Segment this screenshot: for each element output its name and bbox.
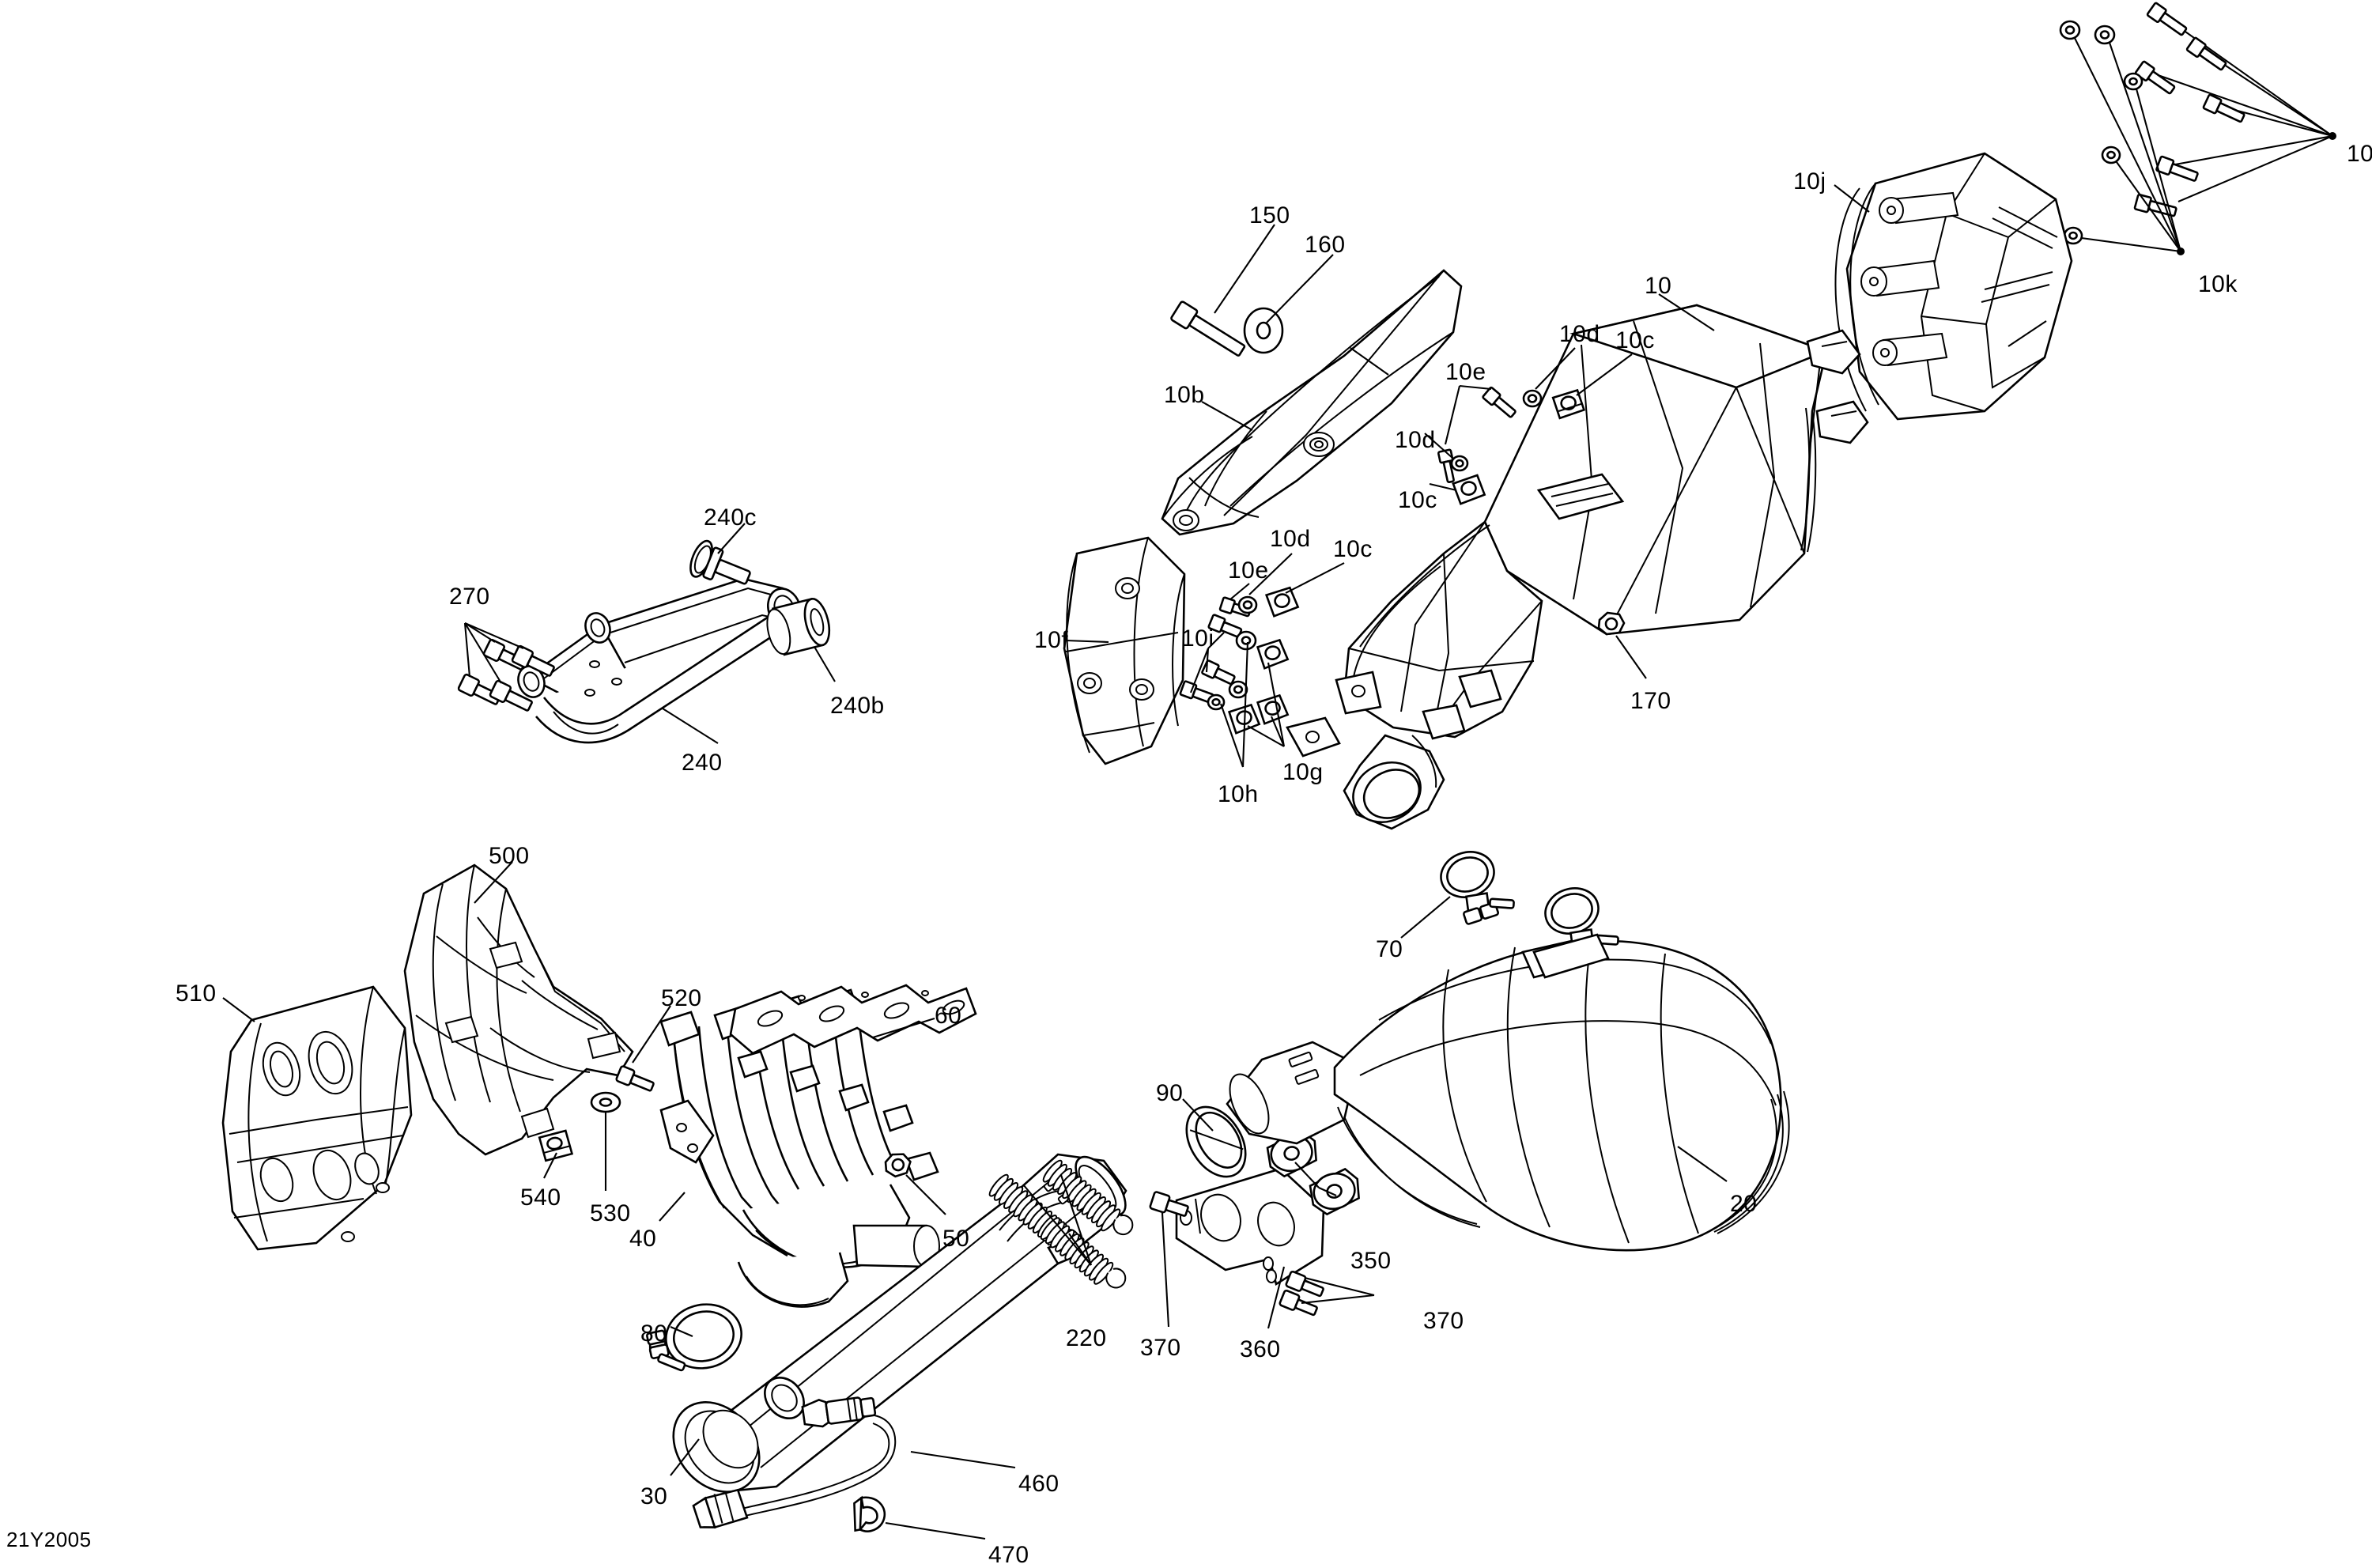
callout-10e: 10e: [1445, 359, 1486, 385]
callout-30: 30: [640, 1483, 668, 1509]
callout-10d: 10d: [1270, 526, 1311, 552]
part-70-clamps: [1440, 851, 1619, 979]
callout-10d: 10d: [1395, 427, 1436, 453]
callout-40: 40: [629, 1226, 657, 1252]
part-510-heat-shield: [221, 985, 413, 1251]
callout-20: 20: [1730, 1191, 1758, 1217]
callout-70: 70: [1376, 936, 1403, 962]
callout-360: 360: [1240, 1336, 1281, 1362]
part-470-cable-clip: [853, 1495, 886, 1532]
callout-10l: 10l: [2347, 141, 2372, 167]
fastener-fan-10l: [2133, 2, 2336, 217]
part-520-screw: [615, 1065, 655, 1092]
part-170-nut: [1597, 611, 1626, 636]
callout-10c: 10c: [1615, 327, 1655, 353]
part-10-muffler: [1343, 304, 1869, 830]
callout-160: 160: [1305, 232, 1346, 258]
drawing-number: 21Y2005: [6, 1528, 92, 1551]
callout-510: 510: [176, 980, 217, 1007]
callout-220: 220: [1066, 1325, 1107, 1351]
callout-170: 170: [1630, 688, 1671, 714]
callout-10i: 10i: [1181, 625, 1214, 652]
callout-10e: 10e: [1228, 557, 1269, 584]
part-500-heat-shield: [403, 863, 634, 1156]
part-360-bracket: [1175, 1167, 1325, 1287]
callout-10b: 10b: [1164, 382, 1205, 408]
callout-10f: 10f: [1034, 627, 1069, 653]
callout-10c: 10c: [1333, 536, 1373, 562]
callout-530: 530: [590, 1200, 631, 1226]
part-240b-bushing: [766, 597, 831, 656]
part-540-clip: [538, 1129, 574, 1162]
callout-370: 370: [1423, 1308, 1464, 1334]
callout-50: 50: [942, 1226, 970, 1252]
callout-10k: 10k: [2198, 271, 2238, 297]
part-60-gasket: [729, 984, 977, 1055]
part-460-oxygen-sensor: [692, 1396, 897, 1529]
part-240-support-arm: [517, 577, 802, 744]
callout-10d: 10d: [1559, 321, 1600, 347]
callout-80: 80: [640, 1321, 668, 1347]
part-270-screw-set: [457, 622, 555, 712]
part-90-gasket-ring: [1185, 1105, 1247, 1178]
callout-90: 90: [1156, 1080, 1184, 1106]
part-10f-heat-shield: [1063, 536, 1186, 765]
part-50-nut: [884, 1153, 912, 1178]
callout-460: 460: [1018, 1471, 1059, 1497]
part-220-springs: [988, 1159, 1134, 1289]
callout-240b: 240b: [830, 693, 885, 719]
fastener-group-upper: [1424, 347, 1633, 505]
callout-10j: 10j: [1793, 168, 1826, 195]
part-370-bolt-pair: [1279, 1270, 1375, 1317]
part-240c-pivot-bolt: [689, 539, 751, 585]
callout-10g: 10g: [1282, 759, 1324, 785]
part-150-bolt: [1170, 300, 1246, 357]
callout-10: 10: [1645, 273, 1672, 299]
callout-470: 470: [988, 1542, 1029, 1568]
part-160-washer: [1243, 307, 1284, 354]
callout-240c: 240c: [704, 504, 757, 531]
callout-150: 150: [1249, 202, 1290, 229]
part-350-rubber-mounts: [1266, 1129, 1360, 1216]
leader-lines: [222, 184, 1870, 1540]
callout-540: 540: [520, 1185, 561, 1211]
callout-370: 370: [1140, 1335, 1181, 1361]
callout-10h: 10h: [1218, 781, 1259, 807]
callout-500: 500: [489, 843, 530, 869]
callout-10c: 10c: [1398, 487, 1437, 513]
fastener-group-lower: [1179, 553, 1382, 768]
part-10b-heat-shield: [1161, 269, 1463, 536]
part-530-washer: [590, 1091, 621, 1113]
part-20-resonator: [1226, 935, 1790, 1252]
callout-350: 350: [1350, 1248, 1392, 1274]
callout-270: 270: [449, 584, 490, 610]
fastener-fan-10k: [2059, 20, 2185, 255]
callout-60: 60: [935, 1003, 962, 1029]
callout-240: 240: [682, 750, 723, 776]
part-10j-tail-cap: [1834, 152, 2073, 421]
part-370-bolt-left: [1149, 1191, 1189, 1217]
callout-520: 520: [661, 985, 702, 1011]
part-80-clamp: [646, 1303, 742, 1372]
